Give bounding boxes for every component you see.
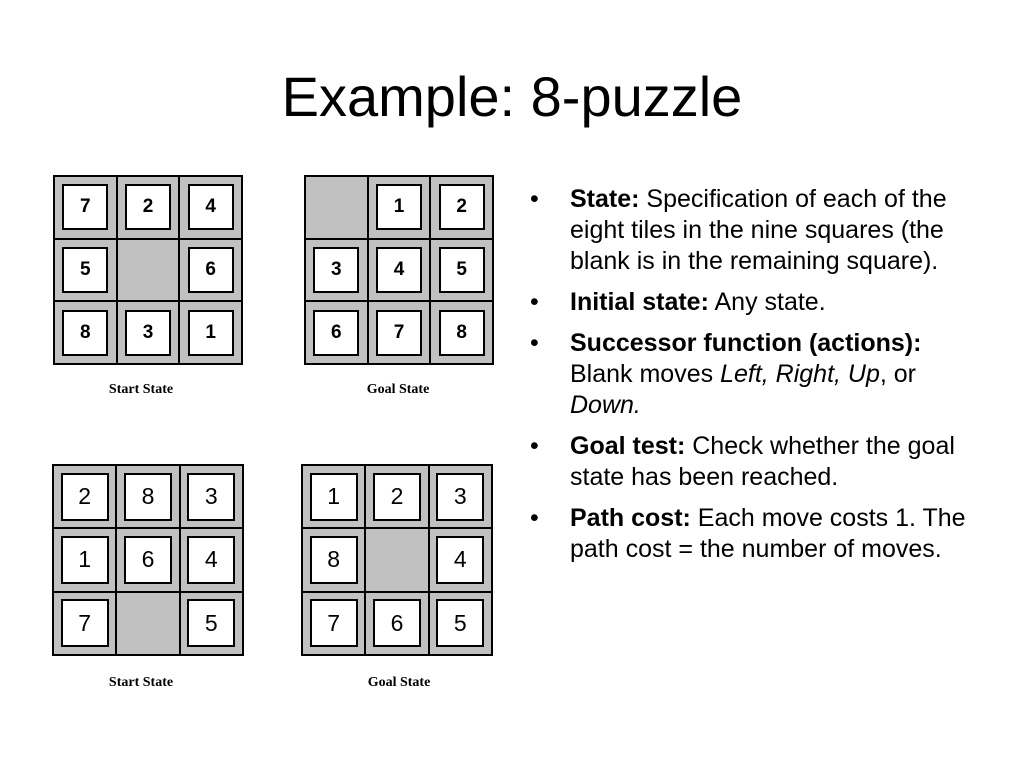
separator-or: , or: [879, 360, 917, 388]
puzzle-tile: 2: [124, 184, 171, 231]
grid-square: 6: [306, 302, 367, 363]
text-initial-state: Any state.: [708, 288, 826, 316]
grid-square: 1: [368, 177, 430, 238]
grid-square: 3: [117, 302, 179, 363]
grid-square: 3: [180, 466, 242, 528]
puzzle-tile: 1: [60, 535, 109, 584]
puzzle-tile: 7: [62, 184, 109, 231]
grid-square: 8: [303, 529, 365, 591]
puzzle-tile: 5: [187, 599, 236, 648]
slide-title: Example: 8-puzzle: [281, 65, 743, 128]
bullet-path-cost: Path cost: Each move costs 1. The path c…: [530, 503, 980, 565]
blank-square: [366, 529, 428, 591]
puzzle-tile: 3: [436, 472, 485, 521]
puzzle-tile: 3: [187, 472, 236, 521]
puzzle-tile: 4: [375, 246, 422, 293]
grid-square: 7: [54, 592, 116, 654]
label-initial-state: Initial state:: [570, 288, 709, 316]
grid-square: 6: [117, 529, 179, 591]
grid-square: 1: [303, 466, 365, 528]
blank-square: [306, 177, 367, 238]
text-state: Specification of each of the eight tiles…: [570, 185, 947, 275]
puzzle-tile: 8: [62, 309, 109, 356]
words-right-up: Right, Up: [775, 360, 880, 388]
puzzle-tile: 6: [187, 246, 234, 293]
grid-square: 5: [431, 239, 492, 301]
grid-square: 3: [429, 466, 491, 528]
caption-bottom-start: Start State: [108, 675, 174, 690]
puzzle-tile: 3: [124, 309, 171, 356]
grid-square: 2: [366, 466, 428, 528]
puzzle-tile: 4: [187, 535, 236, 584]
bullet-successor-function: Successor function (actions): Blank move…: [530, 328, 980, 421]
grid-square: 2: [54, 466, 116, 528]
puzzle-tile: 2: [438, 184, 485, 231]
caption-top-goal: Goal State: [366, 382, 430, 397]
grid-square: 8: [431, 302, 492, 363]
puzzle-tile: 6: [123, 535, 172, 584]
puzzle-tile: 8: [123, 472, 172, 521]
puzzle-tile: 2: [60, 472, 109, 521]
text-successor-function: Blank moves: [570, 360, 721, 388]
label-successor-function: Successor function (actions):: [570, 329, 922, 357]
label-state: State:: [570, 185, 640, 213]
blank-square: [117, 239, 179, 301]
grid-square: 7: [303, 592, 365, 654]
grid-square: 2: [117, 177, 179, 238]
label-goal-test: Goal test:: [570, 432, 686, 460]
grid-square: 5: [55, 239, 116, 301]
bullet-initial-state: Initial state: Any state.: [530, 287, 980, 318]
puzzle-tile: 1: [309, 472, 358, 521]
puzzle-tile: 7: [375, 309, 422, 356]
grid-square: 7: [55, 177, 116, 238]
puzzle-tile: 8: [309, 535, 358, 584]
grid-square: 1: [54, 529, 116, 591]
puzzle-tile: 4: [187, 184, 234, 231]
puzzle-tile: 5: [436, 599, 485, 648]
bullet-goal-test: Goal test: Check whether the goal state …: [530, 431, 980, 493]
puzzle-tile: 7: [309, 599, 358, 648]
word-left: Left,: [720, 360, 769, 388]
grid-square: 4: [180, 529, 242, 591]
grid-square: 5: [180, 592, 242, 654]
grid-square: 1: [180, 302, 241, 363]
puzzle-tile: 6: [372, 599, 421, 648]
caption-bottom-goal: Goal State: [367, 675, 431, 690]
grid-square: 4: [368, 239, 430, 301]
grid-square: 6: [366, 592, 428, 654]
caption-top-start: Start State: [108, 382, 174, 397]
puzzle-tile: 6: [313, 309, 360, 356]
puzzle-tile: 2: [372, 472, 421, 521]
grid-square: 8: [117, 466, 179, 528]
puzzle-tile: 4: [436, 535, 485, 584]
puzzle-tile: 5: [438, 246, 485, 293]
grid-square: 5: [429, 592, 491, 654]
grid-square: 2: [431, 177, 492, 238]
bullet-state: State: Specification of each of the eigh…: [530, 184, 980, 277]
puzzle-tile: 5: [62, 246, 109, 293]
puzzle-tile: 8: [438, 309, 485, 356]
text-path-cost: Each move costs 1. The path cost = the n…: [570, 504, 966, 563]
separator: [769, 360, 776, 388]
blank-square: [117, 592, 179, 654]
grid-square: 7: [368, 302, 430, 363]
grid-square: 8: [55, 302, 116, 363]
grid-square: 4: [180, 177, 241, 238]
grid-square: 6: [180, 239, 241, 301]
grid-square: 4: [429, 529, 491, 591]
label-path-cost: Path cost:: [570, 504, 691, 532]
puzzle-tile: 7: [60, 599, 109, 648]
grid-square: 3: [306, 239, 367, 301]
puzzle-tile: 3: [313, 246, 360, 293]
definition-list: State: Specification of each of the eigh…: [530, 184, 980, 575]
puzzle-tile: 1: [187, 309, 234, 356]
word-down: Down.: [570, 391, 641, 419]
puzzle-tile: 1: [375, 184, 422, 231]
text-goal-test: Check whether the goal state has been re…: [570, 432, 955, 491]
